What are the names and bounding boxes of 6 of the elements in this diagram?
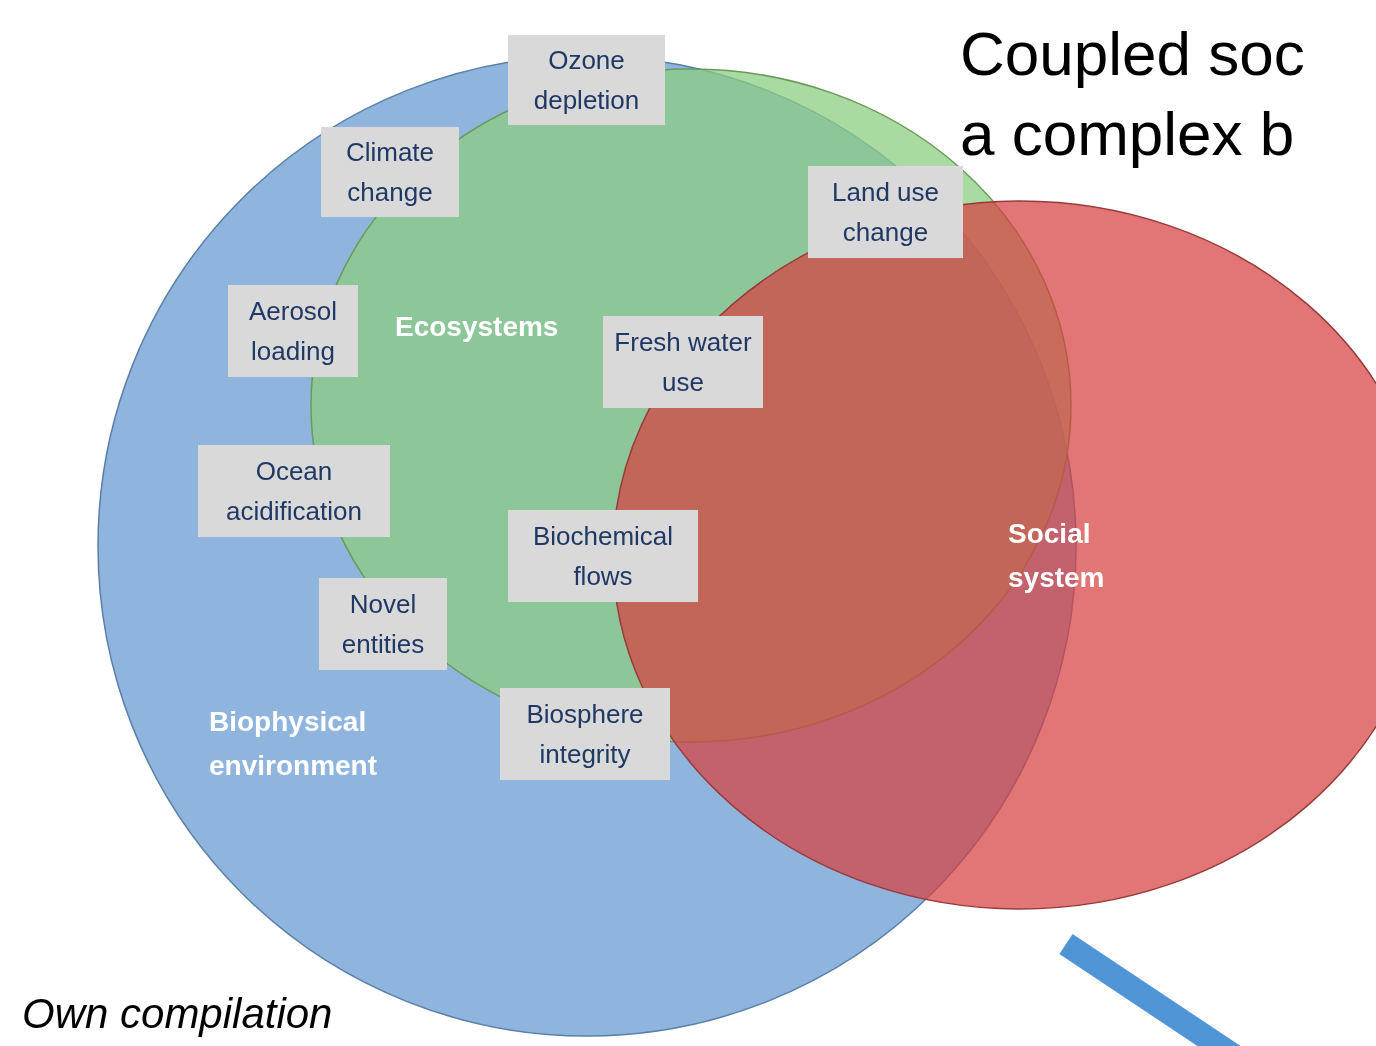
- boundary-label-box: Ozone depletion: [508, 35, 665, 125]
- title: Coupled soc a complex b: [960, 18, 1306, 170]
- circle-label: Biophysical environment: [209, 705, 379, 783]
- caption: Own compilation: [22, 990, 333, 1038]
- circle-label: Social system: [1008, 517, 1106, 595]
- circle-label: Ecosystems: [395, 310, 559, 344]
